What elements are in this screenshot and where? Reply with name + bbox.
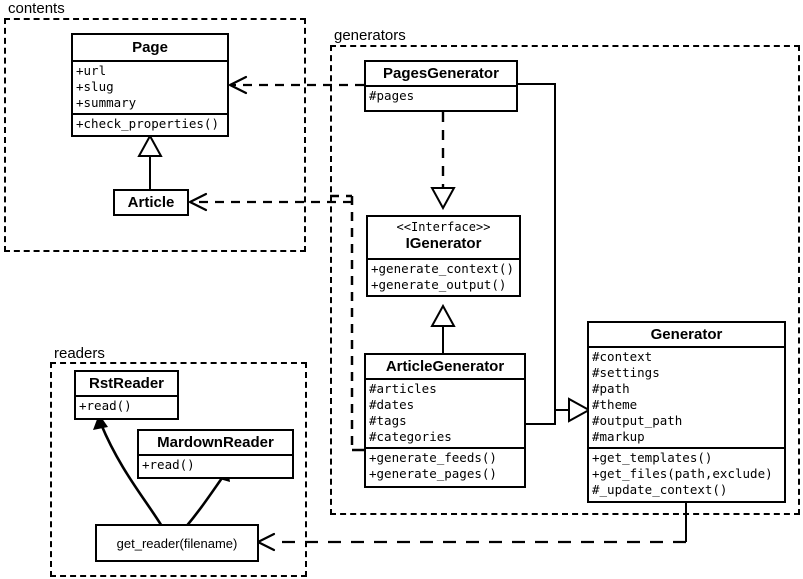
- method: +read(): [79, 398, 132, 413]
- method: +check_properties(): [76, 116, 219, 131]
- attribute: #dates: [369, 397, 415, 412]
- method: +get_templates(): [592, 450, 713, 465]
- class-rst-reader[interactable]: RstReader +read(): [74, 370, 179, 420]
- class-article-title: Article: [127, 194, 175, 211]
- class-mardown-reader[interactable]: MardownReader +read(): [137, 429, 294, 479]
- class-rst-reader-methods: +read(): [76, 395, 177, 416]
- class-generator-attributes: #context #settings #path #theme #output_…: [589, 346, 784, 447]
- package-contents-label: contents: [6, 0, 68, 17]
- class-generator[interactable]: Generator #context #settings #path #them…: [587, 321, 786, 503]
- attribute: #settings: [592, 365, 660, 380]
- class-page-methods: +check_properties(): [73, 113, 227, 134]
- class-rst-reader-title: RstReader: [88, 375, 165, 392]
- class-pages-generator-title: PagesGenerator: [383, 65, 499, 82]
- attribute: +slug: [76, 79, 114, 94]
- class-pages-generator[interactable]: PagesGenerator #pages: [364, 60, 518, 112]
- function-get-reader-label: get_reader(filename): [116, 535, 238, 551]
- class-generator-methods: +get_templates() +get_files(path,exclude…: [589, 447, 784, 500]
- package-generators-label: generators: [332, 27, 409, 44]
- method: +read(): [142, 457, 195, 472]
- class-article[interactable]: Article: [113, 189, 189, 216]
- class-generator-title: Generator: [650, 326, 723, 343]
- attribute: #theme: [592, 397, 638, 412]
- attribute: #articles: [369, 381, 437, 396]
- class-page-title: Page: [132, 39, 168, 56]
- attribute: #markup: [592, 429, 645, 444]
- attribute: #output_path: [592, 413, 683, 428]
- package-generators: [330, 45, 800, 515]
- class-pages-generator-attributes: #pages: [366, 85, 516, 106]
- method: +generate_feeds(): [369, 450, 497, 465]
- class-article-generator[interactable]: ArticleGenerator #articles #dates #tags …: [364, 353, 526, 488]
- class-article-generator-attributes: #articles #dates #tags #categories: [366, 378, 524, 447]
- package-readers: [50, 362, 307, 577]
- class-article-generator-title: ArticleGenerator: [385, 358, 505, 375]
- class-igenerator-title: IGenerator: [405, 235, 482, 252]
- method: +get_files(path,exclude): [592, 466, 773, 481]
- function-get-reader[interactable]: get_reader(filename): [95, 524, 259, 562]
- package-readers-label: readers: [52, 345, 108, 362]
- attribute: +summary: [76, 95, 137, 110]
- attribute: #pages: [369, 88, 415, 103]
- method: #_update_context(): [592, 482, 728, 497]
- method: +generate_context(): [371, 261, 514, 276]
- class-page[interactable]: Page +url +slug +summary +check_properti…: [71, 33, 229, 137]
- class-mardown-reader-title: MardownReader: [157, 434, 274, 451]
- class-mardown-reader-methods: +read(): [139, 454, 292, 475]
- method: +generate_output(): [371, 277, 507, 292]
- attribute: #path: [592, 381, 630, 396]
- class-article-generator-methods: +generate_feeds() +generate_pages(): [366, 447, 524, 484]
- package-contents: [4, 18, 306, 252]
- attribute: #tags: [369, 413, 407, 428]
- attribute: +url: [76, 63, 107, 78]
- method: +generate_pages(): [369, 466, 497, 481]
- attribute: #context: [592, 349, 653, 364]
- attribute: #categories: [369, 429, 452, 444]
- class-igenerator-methods: +generate_context() +generate_output(): [368, 258, 519, 295]
- class-igenerator-stereotype: <<Interface>>: [396, 220, 491, 234]
- class-igenerator-header: <<Interface>> IGenerator: [368, 217, 519, 258]
- class-igenerator[interactable]: <<Interface>> IGenerator +generate_conte…: [366, 215, 521, 297]
- class-page-attributes: +url +slug +summary: [73, 60, 227, 113]
